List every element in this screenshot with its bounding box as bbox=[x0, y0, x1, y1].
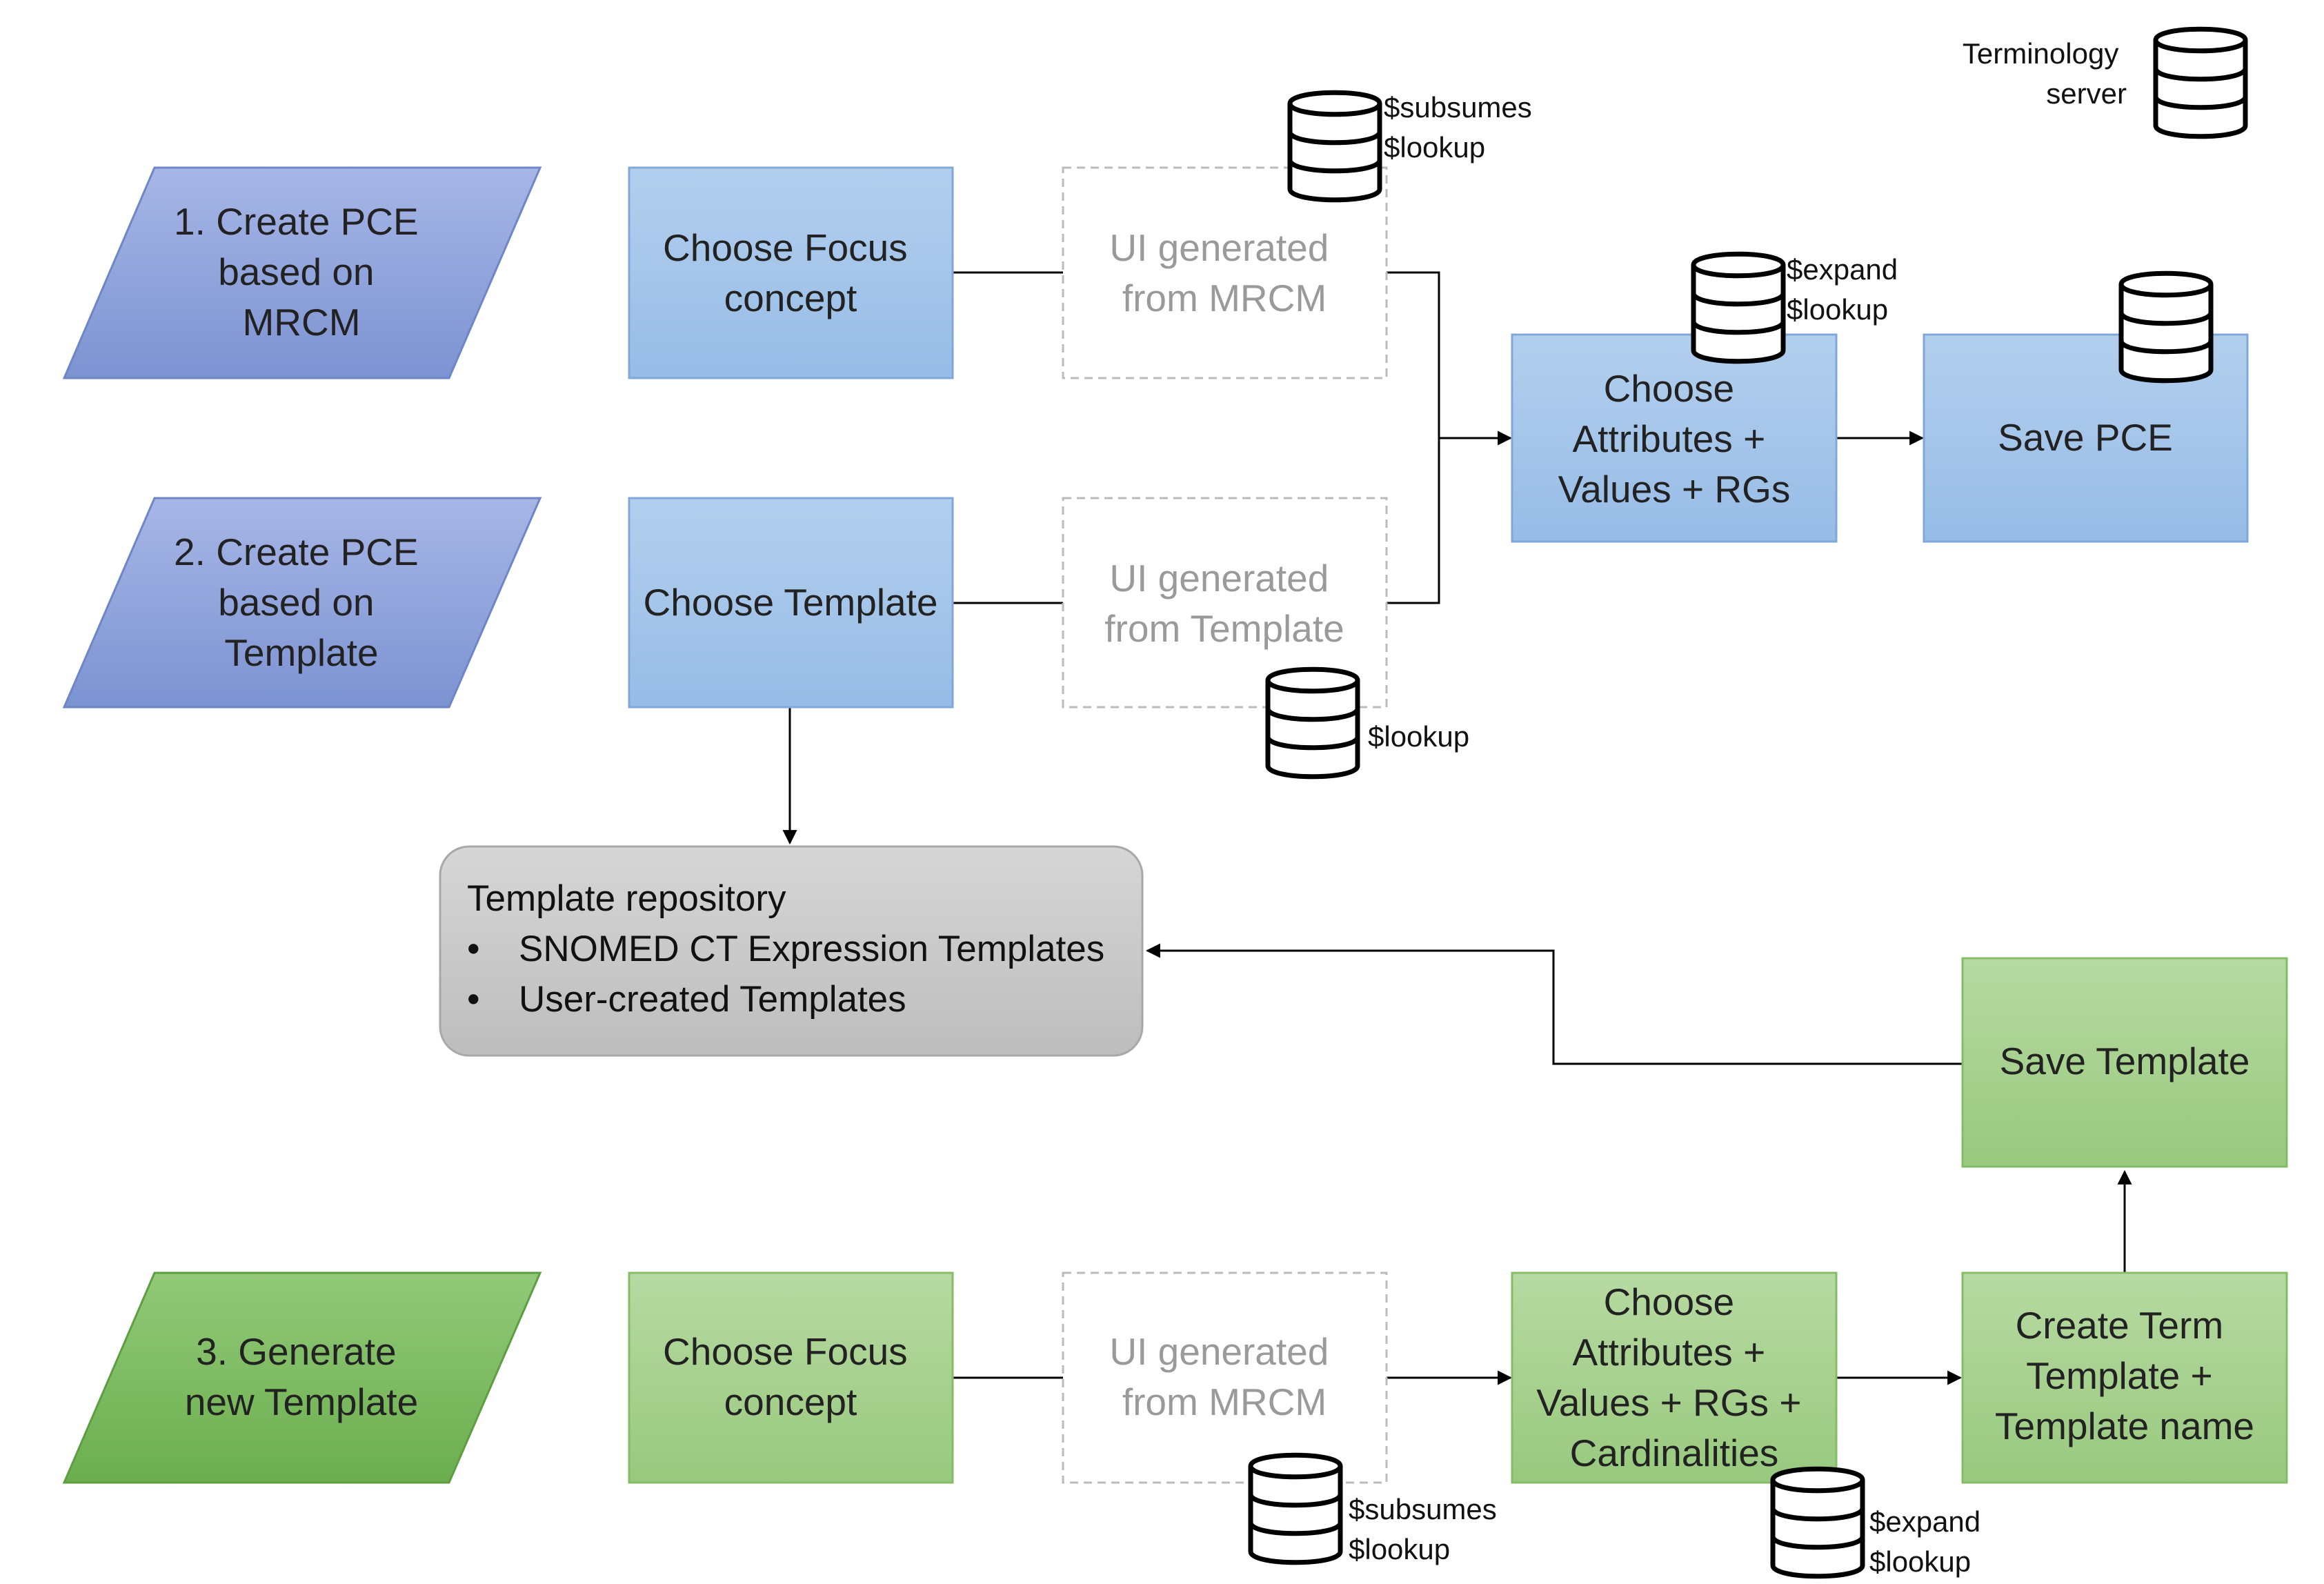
create-term-template-label: Create Term Template + Template name bbox=[1995, 1304, 2254, 1447]
choose-attributes-cardinalities-box[interactable] bbox=[1511, 1271, 1838, 1484]
save-template-box[interactable] bbox=[1961, 957, 2288, 1168]
attributes-api-calls: $expand $lookup bbox=[1787, 253, 1906, 326]
start-create-pce-mrcm[interactable] bbox=[62, 166, 542, 379]
choose-focus-concept-gen-box[interactable] bbox=[628, 1271, 954, 1484]
ui-mrcm-gen-api-calls: $subsumes $lookup bbox=[1349, 1493, 1504, 1565]
arrow-save-template-to-repository bbox=[1145, 943, 1963, 1065]
choose-template-box[interactable] bbox=[628, 497, 954, 709]
choose-template-label: Choose Template bbox=[643, 581, 937, 624]
ui-generated-from-mrcm-label: UI generated from MRCM bbox=[1109, 226, 1339, 319]
choose-attributes-values-box[interactable] bbox=[1511, 333, 1838, 543]
ui-template-api-calls: $lookup bbox=[1368, 720, 1469, 753]
start-create-pce-template-label: 2. Create PCE based on Template bbox=[174, 531, 429, 674]
database-icon bbox=[1268, 669, 1358, 777]
choose-attributes-cardinalities-label: Choose Attributes + Values + RGs + Cardi… bbox=[1536, 1280, 1811, 1474]
create-term-template-box[interactable] bbox=[1961, 1271, 2288, 1484]
repository-bullet: • bbox=[467, 979, 480, 1020]
start-create-pce-template[interactable] bbox=[62, 497, 542, 709]
repository-item: User-created Templates bbox=[519, 979, 906, 1020]
ui-generated-from-template-label: UI generated from Template bbox=[1104, 557, 1344, 650]
choose-focus-concept-gen-label: Choose Focus concept bbox=[663, 1330, 918, 1423]
save-pce-label: Save PCE bbox=[1998, 416, 2173, 459]
database-icon bbox=[1290, 92, 1380, 200]
start-create-pce-mrcm-label: 1. Create PCE based on MRCM bbox=[174, 200, 429, 344]
terminology-server-icon bbox=[2156, 29, 2245, 137]
connector-template-merge bbox=[1387, 438, 1440, 604]
database-icon bbox=[1773, 1469, 1863, 1576]
choose-focus-concept-box[interactable] bbox=[628, 166, 954, 379]
ui-mrcm-api-calls: $subsumes $lookup bbox=[1384, 91, 1540, 164]
attributes-gen-api-calls: $expand $lookup bbox=[1869, 1505, 1989, 1578]
start-generate-template-label: 3. Generate new Template bbox=[185, 1330, 418, 1423]
connectors bbox=[782, 271, 2132, 1385]
legend-terminology-server-label: Terminology server bbox=[1963, 37, 2127, 110]
ui-generated-from-mrcm-box[interactable] bbox=[1062, 166, 1388, 379]
template-repository-title: Template repository bbox=[467, 878, 786, 919]
start-generate-template[interactable] bbox=[62, 1271, 542, 1484]
database-icon bbox=[1251, 1455, 1340, 1563]
save-template-label: Save Template bbox=[2000, 1040, 2250, 1082]
choose-attributes-values-label: Choose Attributes + Values + RGs bbox=[1558, 367, 1791, 511]
repository-bullet: • bbox=[467, 929, 480, 969]
connector-mrcm-merge bbox=[1387, 271, 1440, 438]
ui-generated-from-mrcm-gen-label: UI generated from MRCM bbox=[1109, 1330, 1339, 1423]
database-icon bbox=[2121, 273, 2211, 381]
repository-item: SNOMED CT Expression Templates bbox=[519, 929, 1104, 969]
ui-generated-from-mrcm-gen-box[interactable] bbox=[1062, 1271, 1388, 1484]
legend: Terminology server bbox=[1963, 29, 2245, 137]
template-repository[interactable] bbox=[439, 845, 1144, 1057]
database-icon bbox=[1694, 254, 1783, 362]
choose-focus-concept-label: Choose Focus concept bbox=[663, 226, 918, 319]
